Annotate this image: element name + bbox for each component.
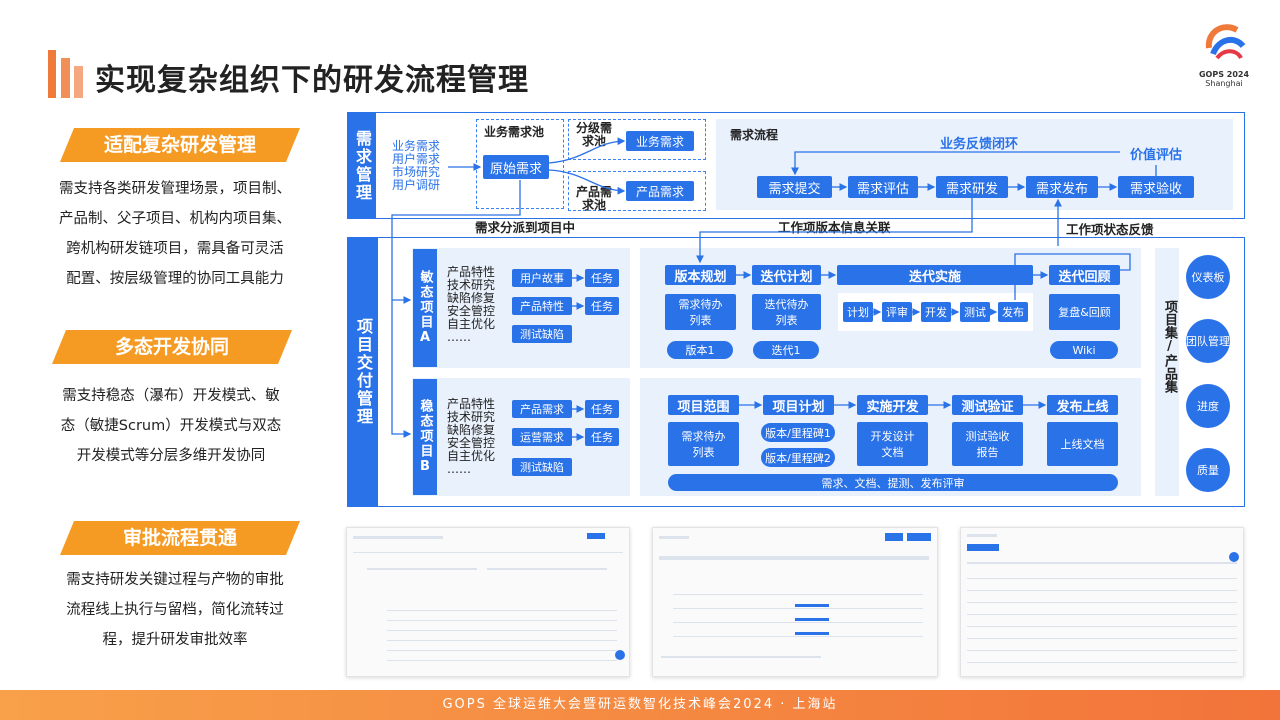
thumb-workspace-screen bbox=[960, 527, 1244, 677]
heading-multimode: 多态开发协同 bbox=[52, 330, 292, 364]
phase-test[interactable]: 测试验证 bbox=[952, 395, 1023, 415]
task-a1[interactable]: 任务 bbox=[585, 269, 619, 287]
version-link-label: 工作项版本信息关联 bbox=[778, 220, 891, 235]
step-release[interactable]: 发布 bbox=[998, 302, 1028, 322]
heading-complex: 适配复杂研发管理 bbox=[60, 128, 300, 162]
chip-product-req[interactable]: 产品需求 bbox=[512, 400, 572, 418]
proj-label: 项目交付管理 bbox=[348, 238, 378, 506]
req-flow-title: 需求流程 bbox=[730, 128, 779, 142]
text-multimode: 需支持稳态（瀑布）开发模式、敏态（敏捷Scrum）开发模式与双态 开发模式等分层… bbox=[60, 388, 282, 464]
pill-milestone2[interactable]: 版本/里程碑2 bbox=[761, 448, 835, 467]
gops-logo: GOPS 2024 Shanghai bbox=[1196, 18, 1252, 94]
feedback-label: 业务反馈闭环 bbox=[940, 137, 1019, 152]
phase-version-plan[interactable]: 版本规划 bbox=[665, 265, 736, 285]
req-sources: 业务需求用户需求 市场研究用户调研 bbox=[392, 139, 441, 192]
phase-iter-impl[interactable]: 迭代实施 bbox=[837, 265, 1033, 285]
review-bar[interactable]: 需求、文档、提测、发布评审 bbox=[668, 474, 1118, 491]
split-pool-label: 分级需求池 bbox=[576, 121, 613, 148]
biz-pool-title: 业务需求池 bbox=[484, 125, 545, 139]
footer-banner: GOPS 全球运维大会暨研运数智化技术峰会2024 · 上海站 bbox=[0, 690, 1280, 720]
chip-ops-req[interactable]: 运营需求 bbox=[512, 428, 572, 446]
chip-user-story[interactable]: 用户故事 bbox=[512, 269, 572, 287]
task-a2[interactable]: 任务 bbox=[585, 297, 619, 315]
split-pool bbox=[568, 119, 706, 160]
pill-version1[interactable]: 版本1 bbox=[667, 341, 733, 359]
heading-approval: 审批流程贯通 bbox=[60, 521, 300, 555]
flow-step-1[interactable]: 需求提交 bbox=[757, 176, 832, 198]
phase-release[interactable]: 发布上线 bbox=[1047, 395, 1118, 415]
box-iter-backlog[interactable]: 迭代待办列表 bbox=[752, 294, 821, 330]
flow-step-5[interactable]: 需求验收 bbox=[1118, 176, 1194, 198]
box-req-backlog-a[interactable]: 需求待办列表 bbox=[665, 294, 736, 330]
step-test[interactable]: 测试 bbox=[960, 302, 990, 322]
circle-quality[interactable]: 质量 bbox=[1186, 448, 1230, 492]
step-dev[interactable]: 开发 bbox=[921, 302, 951, 322]
phase-scope[interactable]: 项目范围 bbox=[668, 395, 739, 415]
text-complex: 需支持各类研发管理场景，项目制、产品制、父子项目、机构内项目集、 跨机构研发链项… bbox=[59, 181, 291, 287]
logo-sub: Shanghai bbox=[1205, 79, 1243, 88]
box-test-report[interactable]: 测试验收报告 bbox=[952, 422, 1023, 466]
brand-bars-icon bbox=[48, 50, 84, 98]
box-release-doc[interactable]: 上线文档 bbox=[1047, 422, 1118, 466]
dispatch-label: 需求分派到项目中 bbox=[475, 220, 576, 235]
page-title: 实现复杂组织下的研发流程管理 bbox=[95, 63, 529, 98]
flow-step-2[interactable]: 需求评估 bbox=[848, 176, 918, 198]
box-req-backlog-b[interactable]: 需求待办列表 bbox=[668, 422, 739, 466]
flow-step-3[interactable]: 需求研发 bbox=[936, 176, 1008, 198]
status-feedback-label: 工作项状态反馈 bbox=[1066, 222, 1154, 237]
thumb-approval-screen bbox=[346, 527, 630, 677]
circle-dashboard[interactable]: 仪表板 bbox=[1186, 255, 1230, 299]
gops-swirl-icon bbox=[1205, 24, 1246, 60]
value-label: 价值评估 bbox=[1130, 148, 1183, 163]
flow-step-4[interactable]: 需求发布 bbox=[1026, 176, 1098, 198]
circle-progress[interactable]: 进度 bbox=[1186, 384, 1230, 428]
logo-text: GOPS 2024 bbox=[1198, 70, 1250, 79]
pill-milestone1[interactable]: 版本/里程碑1 bbox=[761, 423, 835, 442]
stable-items: 产品特性技术研究 缺陷修复安全管控 自主优化…… bbox=[447, 397, 496, 476]
phase-iter-plan[interactable]: 迭代计划 bbox=[752, 265, 821, 285]
set-label: 项目集/产品集 bbox=[1162, 300, 1177, 393]
prod-req[interactable]: 产品需求 bbox=[626, 181, 694, 201]
step-review[interactable]: 评审 bbox=[882, 302, 912, 322]
agile-items: 产品特性技术研究 缺陷修复安全管控 自主优化…… bbox=[447, 265, 496, 344]
phase-impl[interactable]: 实施开发 bbox=[857, 395, 928, 415]
phase-iter-review[interactable]: 迭代回顾 bbox=[1049, 265, 1120, 285]
agile-label: 敏态项目A bbox=[413, 249, 437, 367]
task-b2[interactable]: 任务 bbox=[585, 428, 619, 446]
box-retro[interactable]: 复盘&回顾 bbox=[1049, 294, 1120, 330]
chip-test-defect-b[interactable]: 测试缺陷 bbox=[512, 458, 572, 476]
thumb-version-screen bbox=[652, 527, 938, 677]
req-label: 需求管理 bbox=[348, 113, 376, 218]
set-bg bbox=[1155, 248, 1179, 496]
step-plan[interactable]: 计划 bbox=[843, 302, 873, 322]
biz-req[interactable]: 业务需求 bbox=[626, 131, 694, 151]
circle-team[interactable]: 团队管理 bbox=[1186, 319, 1230, 363]
origin-req[interactable]: 原始需求 bbox=[483, 155, 549, 179]
box-dev-design[interactable]: 开发设计文档 bbox=[857, 422, 928, 466]
task-b1[interactable]: 任务 bbox=[585, 400, 619, 418]
phase-plan[interactable]: 项目计划 bbox=[763, 395, 834, 415]
prod-pool-label: 产品需求池 bbox=[576, 185, 613, 212]
chip-test-defect-a[interactable]: 测试缺陷 bbox=[512, 325, 572, 343]
pill-iter1[interactable]: 迭代1 bbox=[753, 341, 819, 359]
stable-label: 稳态项目B bbox=[413, 379, 437, 495]
prod-pool bbox=[568, 171, 706, 211]
text-approval: 需支持研发关键过程与产物的审批流程线上执行与留档，简化流转过 程，提升研发审批效… bbox=[66, 572, 284, 648]
chip-product-feature[interactable]: 产品特性 bbox=[512, 297, 572, 315]
pill-wiki[interactable]: Wiki bbox=[1050, 341, 1118, 359]
